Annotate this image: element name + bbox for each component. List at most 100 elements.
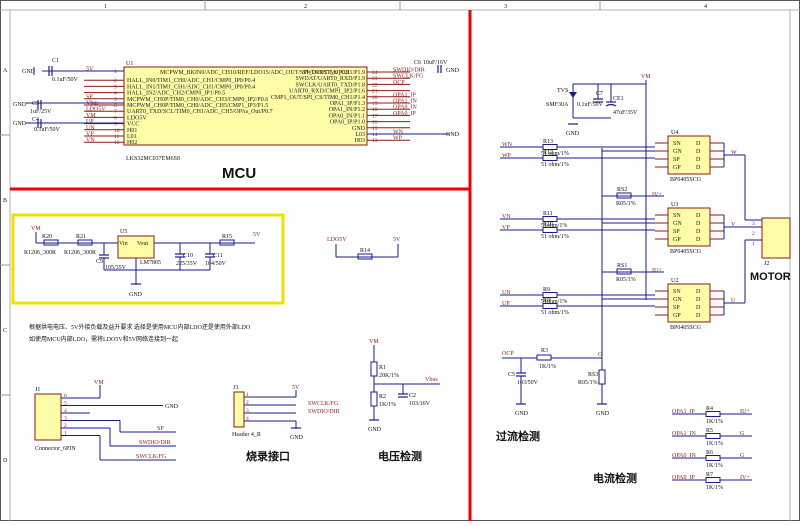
mcu-left-net: SP [86,94,93,100]
ldo5v-net-label: LDO5V [327,237,347,243]
gate-high-net: UN [502,290,511,296]
row-label-c: C [3,328,7,334]
r14-body[interactable] [357,253,373,260]
j1-pin-number: 1 [64,431,67,437]
overcurrent-title: 过流检测 [496,429,540,443]
motor-connector: J2 321 MOTOR [750,217,791,283]
note-line-1: 根据供电电压、5V外接负载及益升要求 选择是使用MCU内部LDO还是使用外部LD… [29,323,251,331]
program-title: 烧录接口 [246,449,290,463]
gate-low-resistor [542,155,558,161]
j3-header: J3 Header 4_R 12345VSWCLK/FGSWDIO/DIRGND… [232,385,340,463]
j3-name: Header 4_R [232,432,261,438]
mcu-part: LKS32MC037EM6S8 [126,156,180,162]
shunt-resistor-value: R05/1% [616,201,636,207]
note-line-2: 如使用MCU内部LDO，需将LDO5V和5V网络连接到一起 [29,335,178,343]
mcu-pin-name: LDO5V [127,115,147,121]
ldo-ref: U5 [120,229,127,235]
c1-ref: C1 [52,58,59,64]
c6-value: 10uF/16V [423,60,448,66]
motor-j2-body[interactable] [761,217,791,259]
mcu-pin-number: 18 [372,107,378,113]
ce1-value: 47uF/35V [613,110,638,116]
mcu-ref: U1 [126,61,133,67]
gate-driver-pin: D [696,141,701,147]
opa-resistor [705,411,721,417]
r15-body[interactable] [219,239,235,246]
mcu-pin-name: SWDAT/UART0_RXD/P1.9 [296,76,365,82]
mcu-pin-number: 6 [114,103,117,109]
gate-high-net: WN [502,142,513,148]
j1-body[interactable] [34,393,62,441]
j1-pin-number: 4 [64,408,67,414]
mcu-pin-number: 23 [372,76,378,82]
ldo-u5-body[interactable] [117,235,155,259]
j1-pin-number: 2 [64,423,67,429]
power-vm-net: VM [641,74,651,80]
opa-resistor-ref: R5 [706,428,713,434]
motor-pin-number: 3 [752,221,755,227]
mcu-left-net: UP [86,119,94,125]
col-label-3: 3 [504,4,507,10]
rs3-body[interactable] [598,369,606,385]
mcu-pin-number: 17 [372,113,378,119]
r1-body[interactable] [370,361,378,377]
mcu-left-net: UN [86,125,95,131]
r21-value: R1206_300R [64,250,96,256]
mcu-left-net: VN [86,138,95,144]
gate-high-net: VN [502,214,511,220]
mcu-body[interactable] [123,66,368,146]
ldo-vin: Vin [119,241,128,247]
j3-pin-number: 1 [246,392,249,398]
gate-low-resistor-ref: R10 [543,222,553,228]
r21-ref: R21 [76,234,86,240]
mcu-pin-number: 3 [114,84,117,90]
mcu-pin-number: 19 [372,101,378,107]
c5-value: 103/50V [517,380,539,386]
mcu-right-net: WP [393,136,403,142]
ocp-g-net: G [598,352,603,358]
mcu-right-net: SWDIO/DIR [393,68,425,74]
shunt-resistor-ref: RS2 [617,187,627,193]
mcu-pin-name: H01 [127,128,137,134]
r21-body[interactable] [77,239,93,246]
gate-driver-part: BP0405SCG [670,177,702,183]
opa-net: OPA1_IN [672,431,696,437]
mcu-pin-name: OPA0_IP/P1.0 [330,120,365,126]
gate-high-resistor-ref: R13 [543,139,553,145]
r14-ref: R14 [360,248,370,254]
mcu-pin-number: 4 [114,91,117,97]
mcu-pin-number: 5 [114,97,117,103]
j3-body[interactable] [233,391,245,428]
mcu-right-net: OPA1_IN [393,99,417,105]
gate-driver-pin: SN [673,213,681,219]
j1-pin-number: 3 [64,416,67,422]
mcu-pin-name: GND [352,126,366,132]
r3-body[interactable] [536,354,552,361]
j3-pin-number: 3 [246,408,249,414]
c7-value: 0.1uF/50V [577,102,604,108]
r20-value: R1206_300R [24,250,56,256]
j1-net: SWDIO/DIR [139,440,171,446]
r2-body[interactable] [370,391,378,407]
r20-body[interactable] [43,239,59,246]
opa-resistor [705,477,721,483]
mcu-pin-name: OPA1_IN/P1.2 [329,107,365,113]
ldo-section: VM R20 R1206_300R R21 R1206_300R U5 Vin … [11,213,401,305]
r15-ref: R15 [222,234,232,240]
mcu-pin-name: OPA0_IN/P1.1 [329,113,365,119]
vbus-net: Vbus [425,377,438,383]
gate-low-net: UP [502,301,510,307]
mcu-pin-number: 1 [114,69,117,75]
rs3-ref: RS3 [588,372,598,378]
j3-net: GND [290,435,304,441]
phase-output-net: W [731,150,737,156]
gate-driver-body [667,283,711,323]
mcu-pin-name: VCC [127,122,139,128]
gate-high-resistor-ref: R9 [543,287,550,293]
mcu-pin-number: 14 [372,132,378,138]
opa-resistor-ref: R7 [706,472,713,478]
mcu-pin-name: HALL_IN1/TIM1_CH1/ADC_CH1/CMP0_IP0/P0.4 [127,84,255,90]
opa-resistor-value: 1K/1% [706,419,723,425]
